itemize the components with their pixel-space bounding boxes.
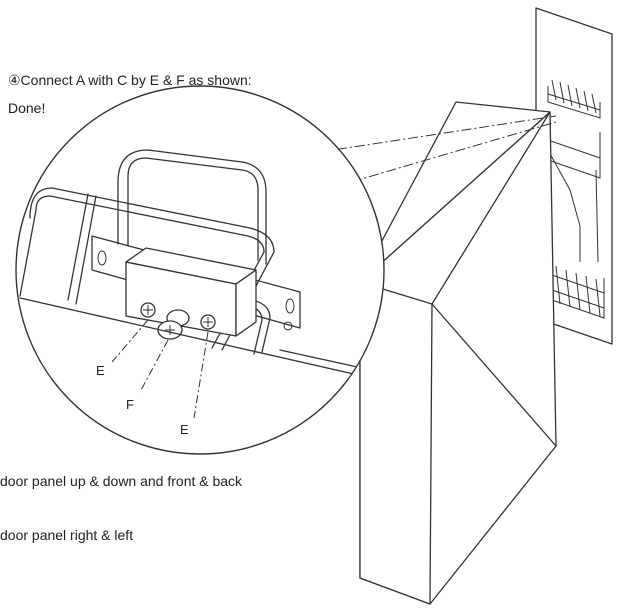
thumb-screw-icon [157,309,190,340]
done-label: Done! [8,100,46,116]
step-4-instruction: ④Connect A with C by E & F as shown: [8,72,252,88]
callout-f: F [126,397,134,412]
door-panel-icon [359,101,557,605]
adjust-vertical-note: door panel up & down and front & back [0,473,243,489]
callout-e-right: E [180,422,189,437]
adjust-horizontal-note: door panel right & left [0,527,134,543]
callout-leaders [111,319,209,419]
phillips-screw-icon [140,302,216,330]
callout-e-left: E [96,363,105,378]
zoom-detail-view [15,85,385,455]
cabinet-assembly [359,7,613,605]
